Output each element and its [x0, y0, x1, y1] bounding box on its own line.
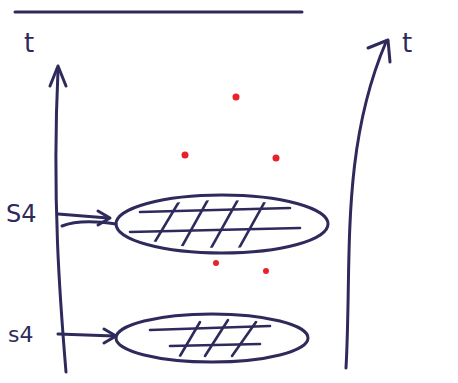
lower-hatching [150, 320, 270, 356]
lower-leader [58, 334, 114, 336]
upper-hatching [130, 196, 300, 250]
upper-leader [58, 214, 108, 218]
axis-label: t [24, 30, 34, 56]
right-arrowhead [368, 40, 390, 62]
slice-label: s4 [8, 324, 33, 346]
event-dot [233, 94, 240, 101]
event-dot [182, 152, 189, 159]
lower-leader-head [104, 329, 116, 343]
lower-slice [116, 314, 308, 362]
upper-slice [116, 195, 328, 253]
left-worldline [56, 70, 66, 372]
event-dot [213, 260, 219, 266]
event-dot [273, 155, 280, 162]
slice-join [62, 222, 116, 226]
left-arrowhead [50, 66, 66, 86]
event-dots [182, 94, 280, 275]
axis-label: t [402, 30, 412, 56]
upper-leader-head [98, 211, 110, 225]
slice-label: S4 [6, 202, 37, 226]
top-rule [15, 11, 302, 14]
event-dot [263, 268, 269, 274]
right-worldline [346, 42, 386, 368]
